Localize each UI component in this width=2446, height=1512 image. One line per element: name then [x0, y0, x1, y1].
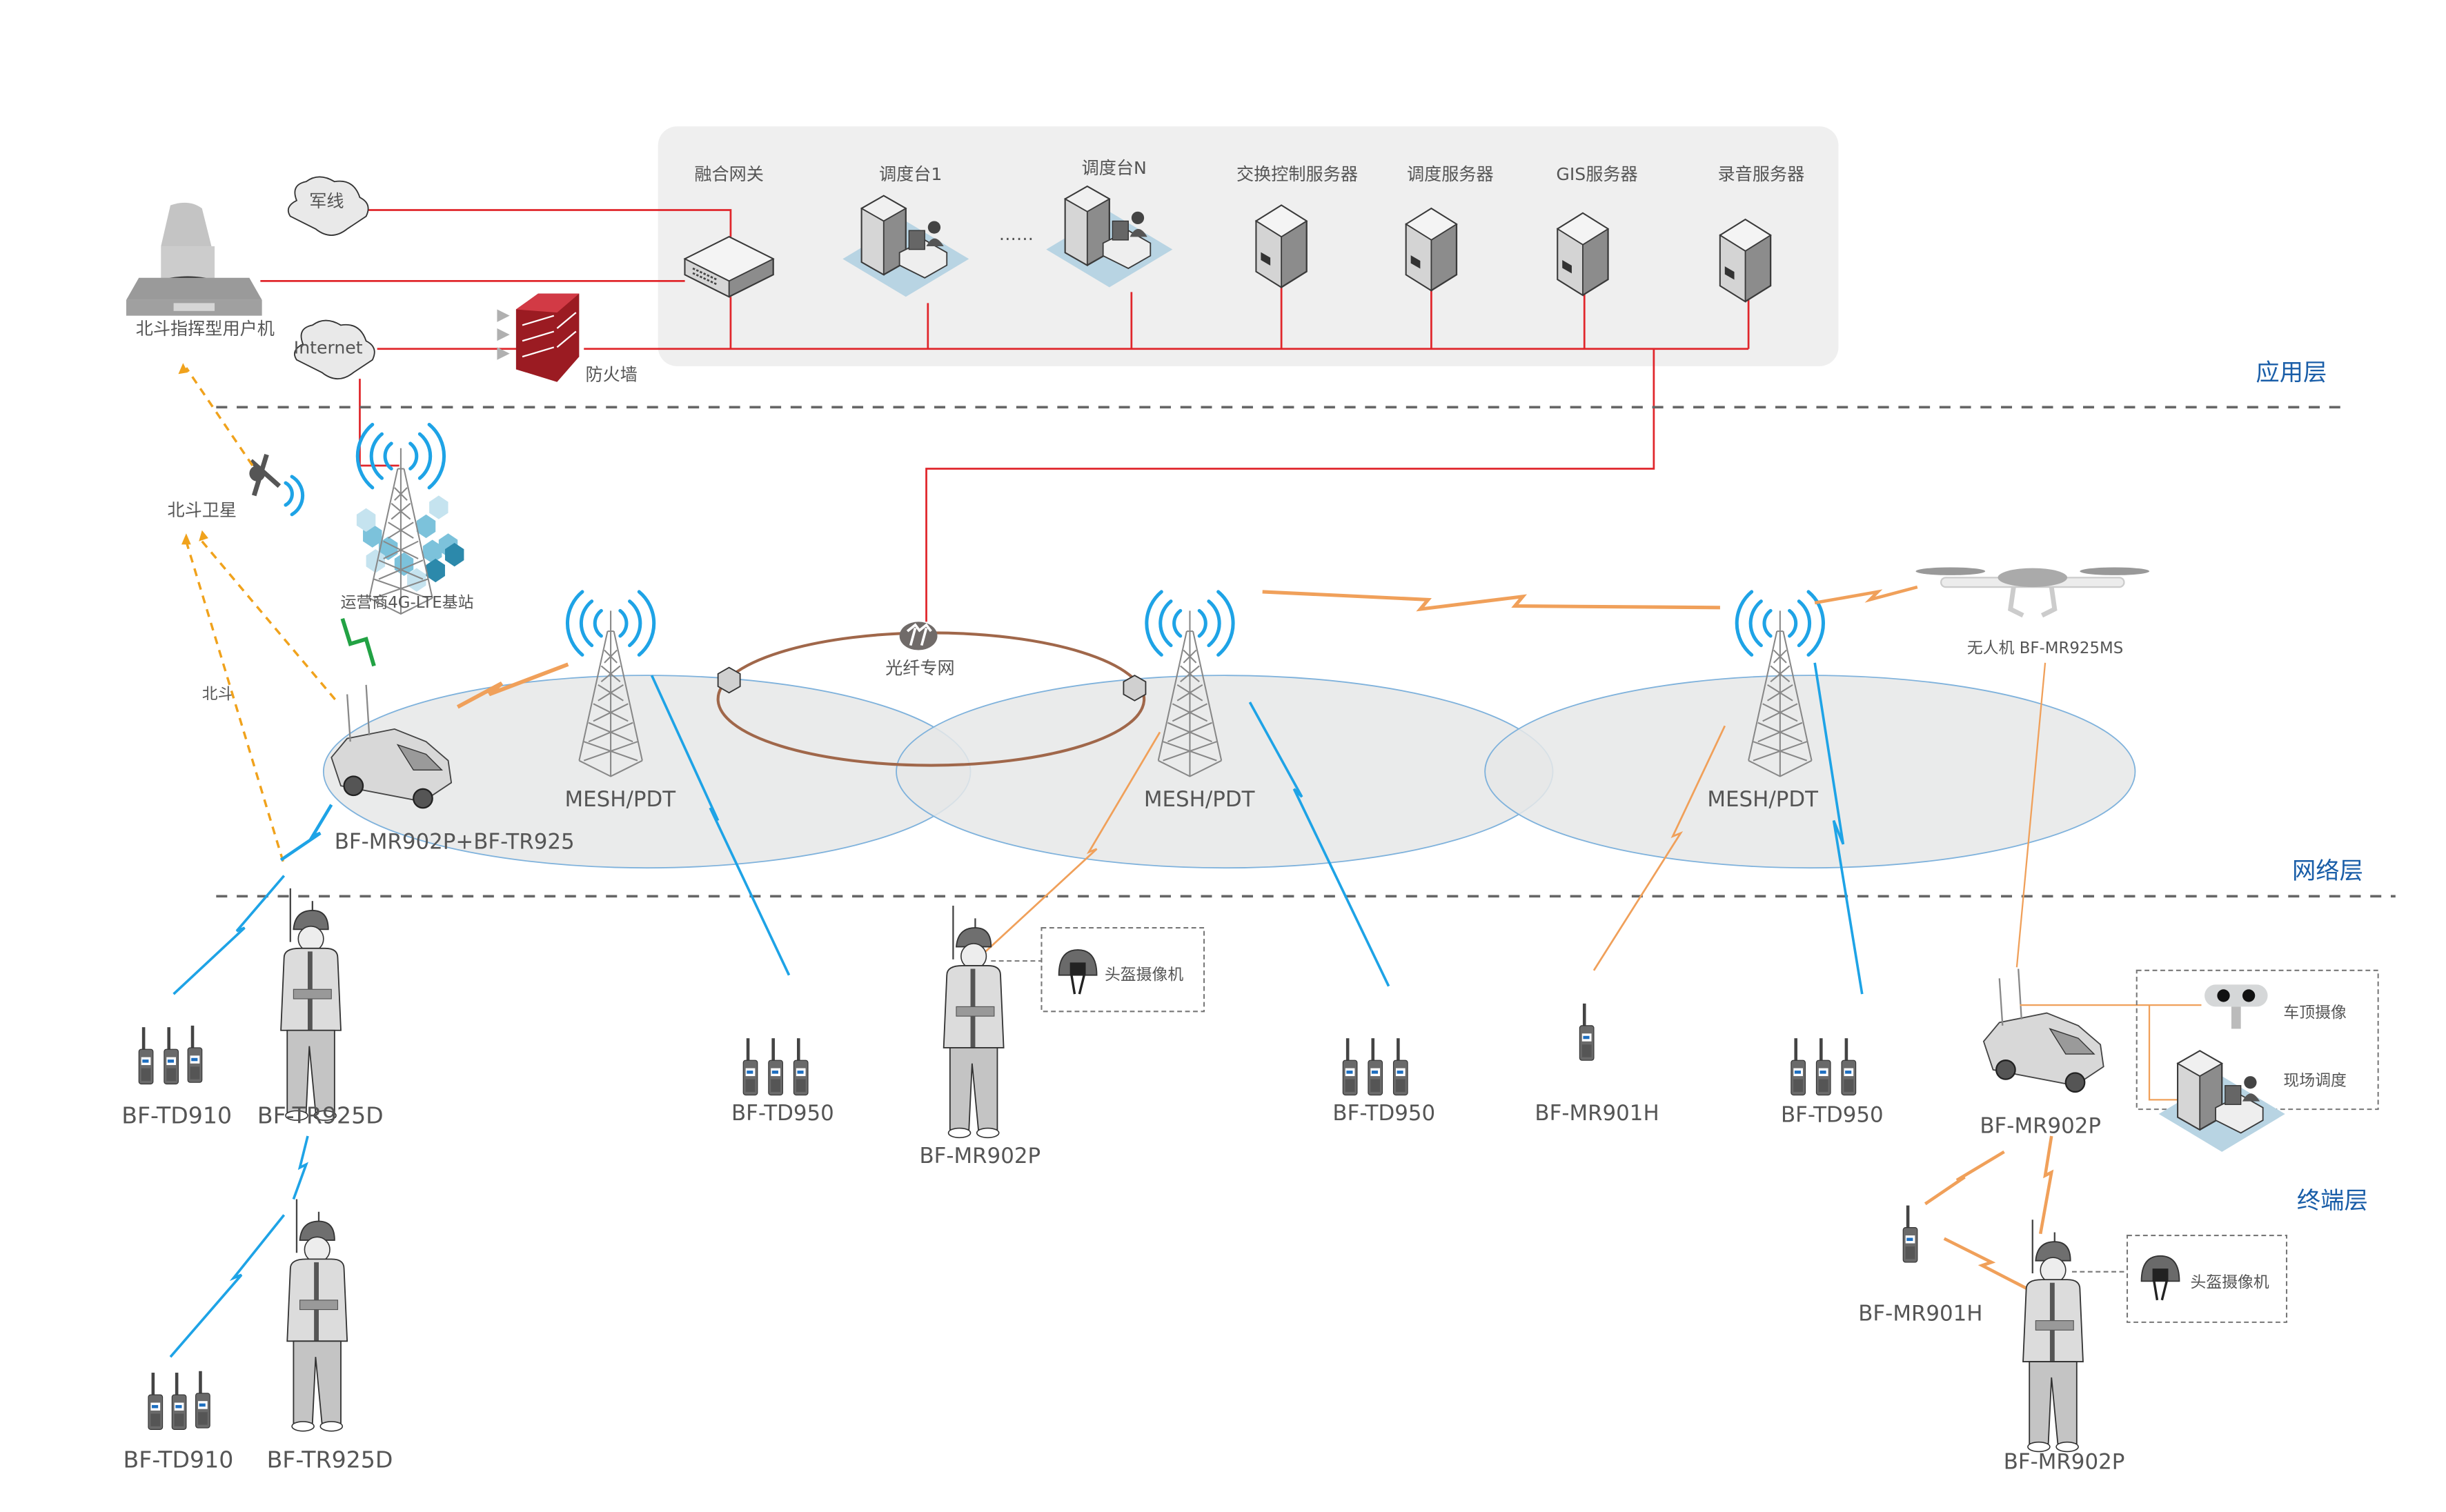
- mesh-station-2-label: MESH/PDT: [1144, 787, 1255, 812]
- td910-label-1: BF-TD910: [121, 1102, 232, 1129]
- td910-radio-group-2: [147, 1370, 211, 1431]
- beidou-satellite-label: 北斗卫星: [167, 500, 237, 520]
- mr901h-right-label: BF-MR901H: [1858, 1302, 1982, 1326]
- mesh-station-1-label: MESH/PDT: [565, 787, 676, 812]
- dispatch-server-label: 调度服务器: [1407, 164, 1494, 184]
- beidou-link-label: 北斗: [202, 685, 234, 703]
- internet-cloud-icon: [294, 319, 375, 380]
- dispatch-server-icon: [1405, 208, 1458, 292]
- military-line-label: 军线: [309, 191, 344, 211]
- console-1-label: 调度台1: [879, 164, 942, 184]
- application-layer-label: 应用层: [2256, 359, 2327, 386]
- mesh-station-3-label: MESH/PDT: [1707, 787, 1818, 812]
- switch-server-icon: [1255, 204, 1308, 288]
- soldier-mr902p-right-icon: [2022, 1219, 2084, 1453]
- record-server-icon: [1719, 219, 1772, 303]
- mr901h-radio-icon: [1579, 1002, 1595, 1062]
- mr902p-right-label: BF-MR902P: [2004, 1450, 2125, 1475]
- td910-label-2: BF-TD910: [124, 1446, 234, 1473]
- helmet-cam-label-2: 头盔摄像机: [2190, 1274, 2269, 1292]
- td950-label-a: BF-TD950: [731, 1101, 834, 1126]
- coverage-area-2: [896, 675, 1554, 869]
- field-vehicle-icon: [1982, 968, 2104, 1093]
- firewall-icon: [497, 293, 580, 382]
- coverage-area-3: [1484, 675, 2136, 869]
- military-line-cloud-icon: [287, 176, 369, 236]
- fiber-node-icon: [1123, 675, 1147, 702]
- beidou-terminal-icon: [126, 202, 262, 316]
- wireless-links: [169, 585, 2054, 1358]
- fiber-network-label: 光纤专网: [885, 658, 955, 678]
- tr925d-label-1: BF-TR925D: [257, 1102, 384, 1129]
- application-panel: [658, 126, 1839, 366]
- roof-camera-label: 车顶摄像: [2283, 1004, 2347, 1022]
- td950-label-c: BF-TD950: [1781, 1102, 1884, 1127]
- soldier-tr925d-2-icon: [286, 1198, 348, 1432]
- firewall-label: 防火墙: [586, 364, 638, 384]
- soldier-mr902p-mid-icon: [943, 904, 1005, 1139]
- drone-label: 无人机 BF-MR925MS: [1967, 639, 2123, 657]
- fiber-node-icon: [717, 666, 741, 694]
- vehicle-station-label: BF-MR902P+BF-TR925: [335, 830, 575, 855]
- soldier-tr925d-1-icon: [279, 887, 342, 1122]
- beidou-satellite-icon: [249, 453, 305, 517]
- mr901h-radio-right-icon: [1902, 1204, 1918, 1264]
- tr925d-label-2: BF-TR925D: [267, 1446, 393, 1473]
- gis-server-label: GIS服务器: [1556, 164, 1637, 184]
- td950-label-b: BF-TD950: [1332, 1101, 1435, 1126]
- beidou-links: [178, 363, 337, 866]
- ellipsis-text: ……: [999, 224, 1034, 244]
- mr902p-mid-label: BF-MR902P: [919, 1144, 1040, 1168]
- beidou-terminal-label: 北斗指挥型用户机: [136, 319, 275, 339]
- lte-station-label: 运营商4G-LTE基站: [341, 594, 474, 612]
- terminal-layer-label: 终端层: [2297, 1187, 2368, 1215]
- drone-icon: [1915, 567, 2150, 618]
- field-dispatch-console-icon: [2158, 1050, 2286, 1153]
- helmet-camera-icon: [1057, 948, 1098, 995]
- lte-base-station-icon: [356, 495, 464, 592]
- record-server-label: 录音服务器: [1718, 164, 1805, 184]
- vehicle-mr902p-label: BF-MR902P: [1980, 1113, 2101, 1138]
- td950-radio-group-c: [1790, 1037, 1857, 1096]
- helmet-cam-box-1: [1040, 927, 1205, 1013]
- mr901h-mid-label: BF-MR901H: [1535, 1101, 1659, 1126]
- internet-label: Internet: [294, 338, 363, 358]
- field-dispatch-label: 现场调度: [2283, 1072, 2346, 1090]
- gis-server-icon: [1557, 212, 1609, 297]
- console-n-label: 调度台N: [1082, 158, 1147, 178]
- fiber-network-icon: [899, 621, 938, 650]
- helmet-camera-icon-2: [2140, 1255, 2181, 1302]
- gateway-icon: [683, 236, 775, 298]
- helmet-cam-box-2: [2126, 1235, 2288, 1323]
- td910-radio-group-1: [138, 1024, 203, 1085]
- roof-camera-icon: [2205, 984, 2268, 1029]
- gateway-label: 融合网关: [694, 164, 764, 184]
- td950-radio-group-b: [1342, 1037, 1409, 1096]
- td950-radio-group-a: [742, 1037, 809, 1096]
- helmet-cam-label-1: 头盔摄像机: [1105, 966, 1183, 984]
- network-layer-label: 网络层: [2292, 857, 2363, 885]
- switch-server-label: 交换控制服务器: [1236, 164, 1358, 184]
